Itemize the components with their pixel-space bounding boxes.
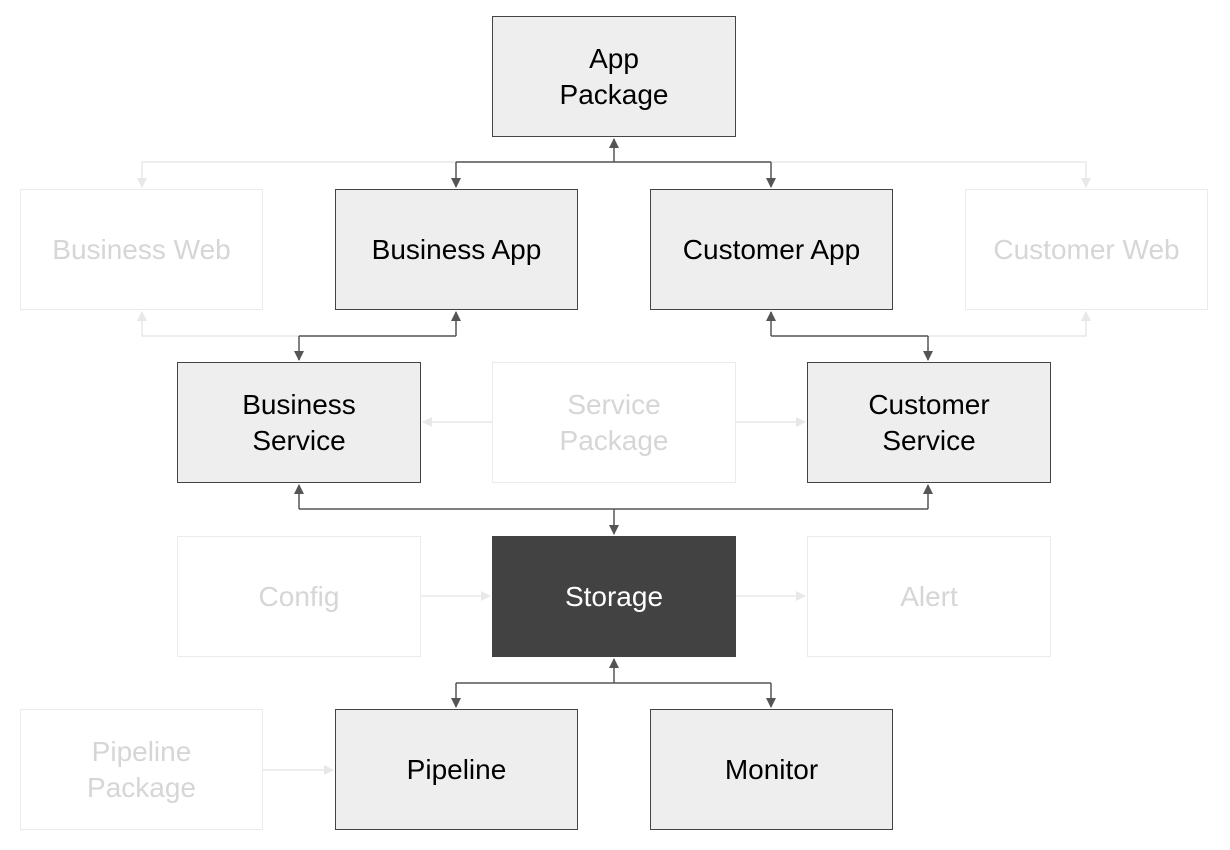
node-app-package[interactable]: App Package [492, 16, 736, 137]
node-service-package[interactable]: Service Package [492, 362, 736, 483]
node-customer-web[interactable]: Customer Web [965, 189, 1208, 310]
connector-app-to-customer-web [614, 161, 1091, 188]
node-customer-service[interactable]: Customer Service [807, 362, 1051, 483]
node-business-app[interactable]: Business App [335, 189, 578, 310]
connector-app-to-business-web [137, 161, 614, 188]
connector-bizservice-to-bizweb [137, 311, 300, 337]
node-pipeline-package[interactable]: Pipeline Package [20, 709, 263, 830]
connector-custservice-to-custweb [928, 311, 1091, 337]
node-storage[interactable]: Storage [492, 536, 736, 657]
node-pipeline[interactable]: Pipeline [335, 709, 578, 830]
node-customer-app[interactable]: Customer App [650, 189, 893, 310]
node-business-service[interactable]: Business Service [177, 362, 421, 483]
node-alert[interactable]: Alert [807, 536, 1051, 657]
node-monitor[interactable]: Monitor [650, 709, 893, 830]
active-connectors [294, 138, 933, 708]
node-config[interactable]: Config [177, 536, 421, 657]
node-business-web[interactable]: Business Web [20, 189, 263, 310]
